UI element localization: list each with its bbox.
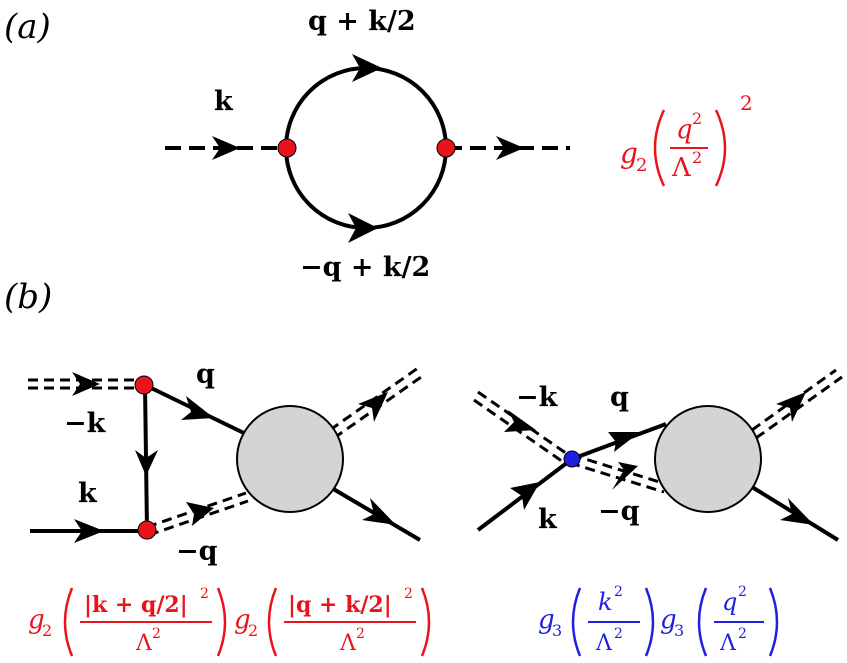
left-out-solid-arrow — [362, 498, 396, 525]
left-blob — [236, 405, 344, 513]
fb-left-num1-sup: 2 — [200, 586, 209, 602]
fb-left-paren2-close — [420, 587, 431, 657]
top-momentum-label: q + k/2 — [308, 6, 416, 37]
fb-left-num2-sup: 2 — [404, 586, 413, 602]
fb-right-den2: Λ — [719, 631, 737, 656]
right-minus-k-label: −k — [516, 382, 559, 413]
fb-left-paren2-open — [267, 587, 278, 657]
formula-b-right: g 3 k 2 Λ 2 g 3 q 2 Λ 2 — [538, 584, 779, 657]
fb-right-g1: g — [538, 605, 555, 635]
outgoing-arrow — [496, 136, 524, 160]
loop-bottom-arrow — [348, 213, 378, 243]
left-k-label: k — [78, 478, 98, 509]
loop-top-arrow — [352, 54, 382, 82]
right-out-solid-arrow — [780, 498, 814, 525]
right-minus-q-arrow — [612, 462, 638, 490]
right-minus-q-label: −q — [598, 496, 640, 527]
formula-b-left: g 2 |k + q/2| 2 Λ 2 g 2 |q + k/2| 2 Λ 2 — [28, 586, 431, 657]
left-incoming-arrow — [72, 372, 100, 396]
right-q-label: q — [610, 382, 629, 413]
right-k-label: k — [538, 504, 558, 535]
fb-left-sub2: 2 — [248, 621, 258, 640]
fb-right-den1: Λ — [595, 631, 613, 656]
fb-left-den1: Λ — [135, 631, 153, 656]
fb-right-num2-sup: 2 — [738, 584, 747, 600]
right-incoming-dash-2 — [473, 398, 567, 466]
right-k-arrow — [510, 482, 540, 510]
vertex-right — [436, 138, 456, 158]
left-out-dash-arrow — [358, 392, 388, 422]
fb-right-den1-sup: 2 — [614, 626, 623, 642]
right-out-dash-2 — [755, 375, 843, 440]
panel-b: (b) — [4, 277, 843, 657]
left-q-label: q — [196, 359, 215, 390]
left-minus-q-label: −q — [176, 536, 218, 567]
panel-b-right-diagram: −k q −q k — [473, 368, 843, 542]
left-minus-q-arrow — [186, 502, 214, 526]
formula-a-num: q — [676, 115, 693, 145]
incoming-momentum-label: k — [214, 86, 234, 117]
left-top-vertex — [134, 375, 154, 395]
left-k-arrow — [74, 519, 104, 543]
formula-a-den: Λ — [671, 153, 692, 183]
left-minus-k-label: −k — [64, 408, 107, 439]
fb-right-g2: g — [660, 605, 677, 635]
fb-left-g1: g — [28, 605, 45, 635]
fb-left-num2: |q + k/2| — [288, 592, 392, 618]
panel-a-label: (a) — [4, 7, 51, 47]
fb-right-num1: k — [598, 588, 613, 616]
panel-b-label: (b) — [4, 277, 52, 317]
fb-left-paren1-close — [216, 587, 227, 657]
formula-a-num-sup: 2 — [692, 109, 702, 128]
fb-left-num1: |k + q/2| — [84, 592, 188, 618]
panel-b-left-diagram: q −k k −q — [28, 359, 425, 567]
formula-a-outer-sup: 2 — [740, 91, 753, 115]
loop-circle — [284, 66, 448, 230]
fb-right-paren1-open — [571, 587, 582, 657]
right-out-dash-arrow — [776, 392, 806, 422]
right-blob — [654, 405, 762, 513]
fb-right-paren2-close — [768, 587, 779, 657]
formula-a-den-sup: 2 — [692, 148, 702, 167]
left-vertical-arrow — [135, 450, 158, 476]
right-minus-q-dash-1 — [571, 453, 667, 486]
fb-right-sub1: 3 — [552, 621, 562, 640]
formula-a-g: g — [620, 137, 638, 170]
fb-right-paren1-close — [644, 587, 655, 657]
fb-right-den2-sup: 2 — [738, 626, 747, 642]
fb-left-den1-sup: 2 — [152, 626, 161, 642]
fb-left-sub1: 2 — [42, 621, 52, 640]
formula-a-sub: 2 — [636, 155, 647, 176]
formula-a-left-paren — [653, 109, 666, 187]
right-vertex — [563, 450, 581, 468]
left-bottom-vertex — [137, 520, 157, 540]
fb-right-num1-sup: 2 — [614, 584, 623, 600]
right-q-arrow — [608, 432, 640, 452]
left-q-arrow — [181, 396, 214, 420]
bottom-momentum-label: −q + k/2 — [300, 252, 430, 283]
fb-left-den2-sup: 2 — [356, 626, 365, 642]
vertex-left — [277, 138, 297, 158]
fb-right-paren2-open — [697, 587, 708, 657]
right-minus-q-dash-2 — [569, 461, 665, 494]
formula-a-right-paren — [714, 109, 727, 187]
incoming-arrow — [212, 136, 240, 160]
panel-a: (a) q + k/2 k −q + k/2 g 2 q 2 Λ 2 2 — [4, 6, 753, 283]
formula-a: g 2 q 2 Λ 2 2 — [620, 91, 753, 187]
fb-left-den2: Λ — [339, 631, 357, 656]
left-vertical-line — [143, 384, 149, 531]
fb-left-paren1-open — [63, 587, 74, 657]
fb-right-num2: q — [722, 588, 737, 616]
right-incoming-arrow — [504, 410, 536, 432]
fb-right-sub2: 3 — [674, 621, 684, 640]
fb-left-g2: g — [234, 605, 251, 635]
